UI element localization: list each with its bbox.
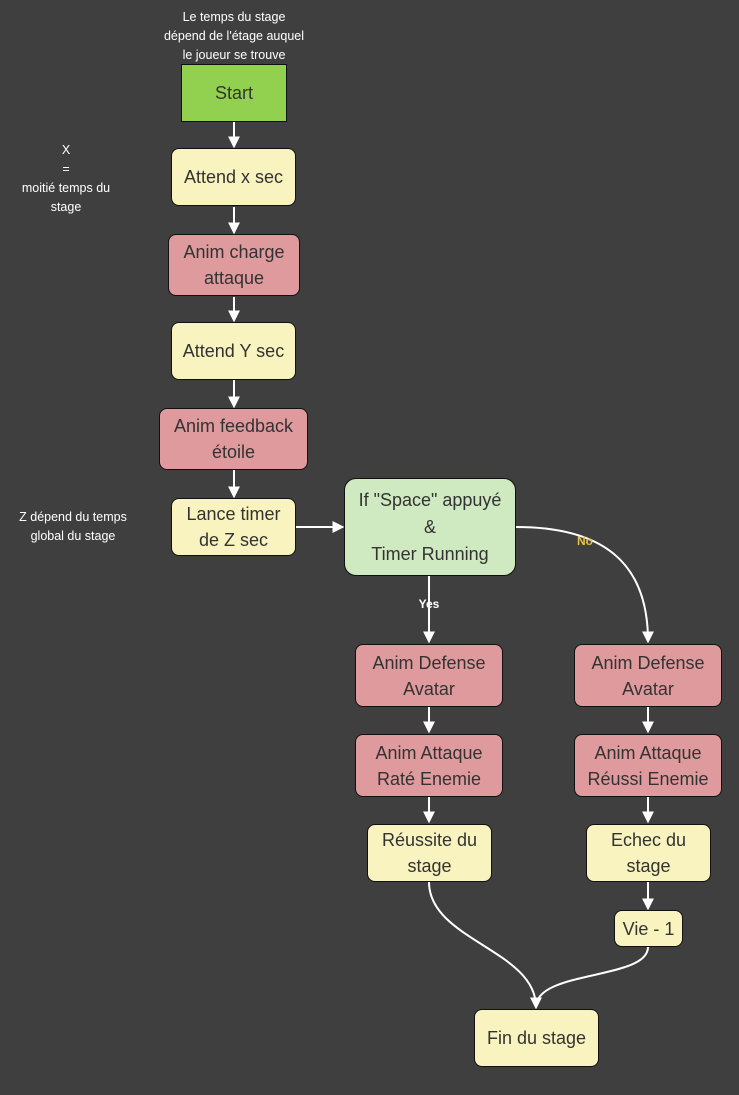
node-stage-success[interactable]: Réussite du stage bbox=[367, 824, 492, 882]
node-start[interactable]: Start bbox=[181, 64, 287, 122]
note-stage-time: Le temps du stage dépend de l'étage auqu… bbox=[163, 10, 304, 62]
node-end[interactable]: Fin du stage bbox=[474, 1009, 599, 1067]
node-life-minus[interactable]: Vie - 1 bbox=[614, 910, 683, 947]
note-x-definition: X = moitié temps du stage bbox=[21, 143, 111, 214]
node-anim-feedback[interactable]: Anim feedback étoile bbox=[159, 408, 308, 470]
node-wait-y[interactable]: Attend Y sec bbox=[171, 322, 296, 380]
node-anim-charge[interactable]: Anim charge attaque bbox=[168, 234, 300, 296]
node-attack-success[interactable]: Anim Attaque Réussi Enemie bbox=[574, 734, 722, 797]
node-launch-timer[interactable]: Lance timer de Z sec bbox=[171, 498, 296, 556]
edge-success-end bbox=[428, 881, 542, 1010]
note-z-definition: Z dépend du temps global du stage bbox=[19, 510, 127, 543]
node-decision[interactable]: If "Space" appuyé & Timer Running bbox=[344, 478, 516, 576]
edge-life-end bbox=[535, 946, 649, 1008]
node-stage-fail[interactable]: Echec du stage bbox=[586, 824, 711, 882]
node-attack-missed[interactable]: Anim Attaque Raté Enemie bbox=[355, 734, 503, 797]
label-no: No bbox=[577, 534, 593, 548]
node-defense-yes[interactable]: Anim Defense Avatar bbox=[355, 644, 503, 707]
edge-decision-no bbox=[515, 526, 654, 644]
node-defense-no[interactable]: Anim Defense Avatar bbox=[574, 644, 722, 707]
node-wait-x[interactable]: Attend x sec bbox=[171, 148, 296, 206]
label-yes: Yes bbox=[418, 597, 440, 611]
